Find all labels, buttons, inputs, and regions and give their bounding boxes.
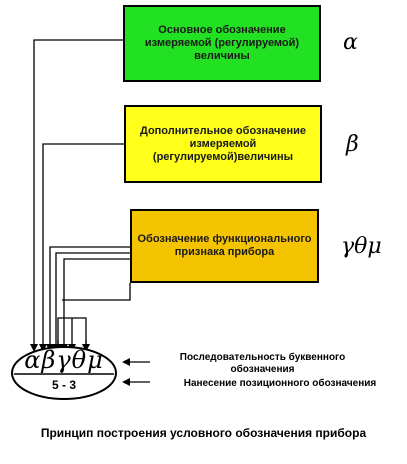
box-functional-feature-text: Обозначение функционального признака при… xyxy=(137,233,312,258)
connector-box3-b xyxy=(52,252,130,352)
instrument-ellipse xyxy=(11,346,117,400)
diagram-caption: Принцип построения условного обозначения… xyxy=(40,426,367,440)
connector-box1 xyxy=(30,39,123,352)
connector-box2 xyxy=(39,143,124,352)
annotation-letter-sequence: Последовательность буквенного обозначени… xyxy=(179,352,346,375)
symbol-alpha: α xyxy=(343,30,358,55)
connector-box3-a xyxy=(46,246,130,352)
symbol-gamma-theta-mu: γθμ xyxy=(341,234,382,259)
symbol-beta: β xyxy=(346,132,359,157)
connector-box3-d xyxy=(62,283,131,301)
instrument-position-number: 5 - 3 xyxy=(51,378,76,392)
box-main-designation: Основное обозначение измеряемой (регулир… xyxy=(123,5,321,82)
box-functional-feature: Обозначение функционального признака при… xyxy=(130,209,319,283)
box-additional-designation-text: Дополнительное обозначение измеряемой (р… xyxy=(139,124,307,163)
annotation-position-designation: Нанесение позиционного обозначения xyxy=(183,378,377,389)
box-additional-designation: Дополнительное обозначение измеряемой (р… xyxy=(124,105,322,183)
connector-box3-c xyxy=(60,258,130,352)
instrument-symbol-string: αβγθμ xyxy=(24,346,104,374)
box-main-designation-text: Основное обозначение измеряемой (регулир… xyxy=(144,24,300,62)
